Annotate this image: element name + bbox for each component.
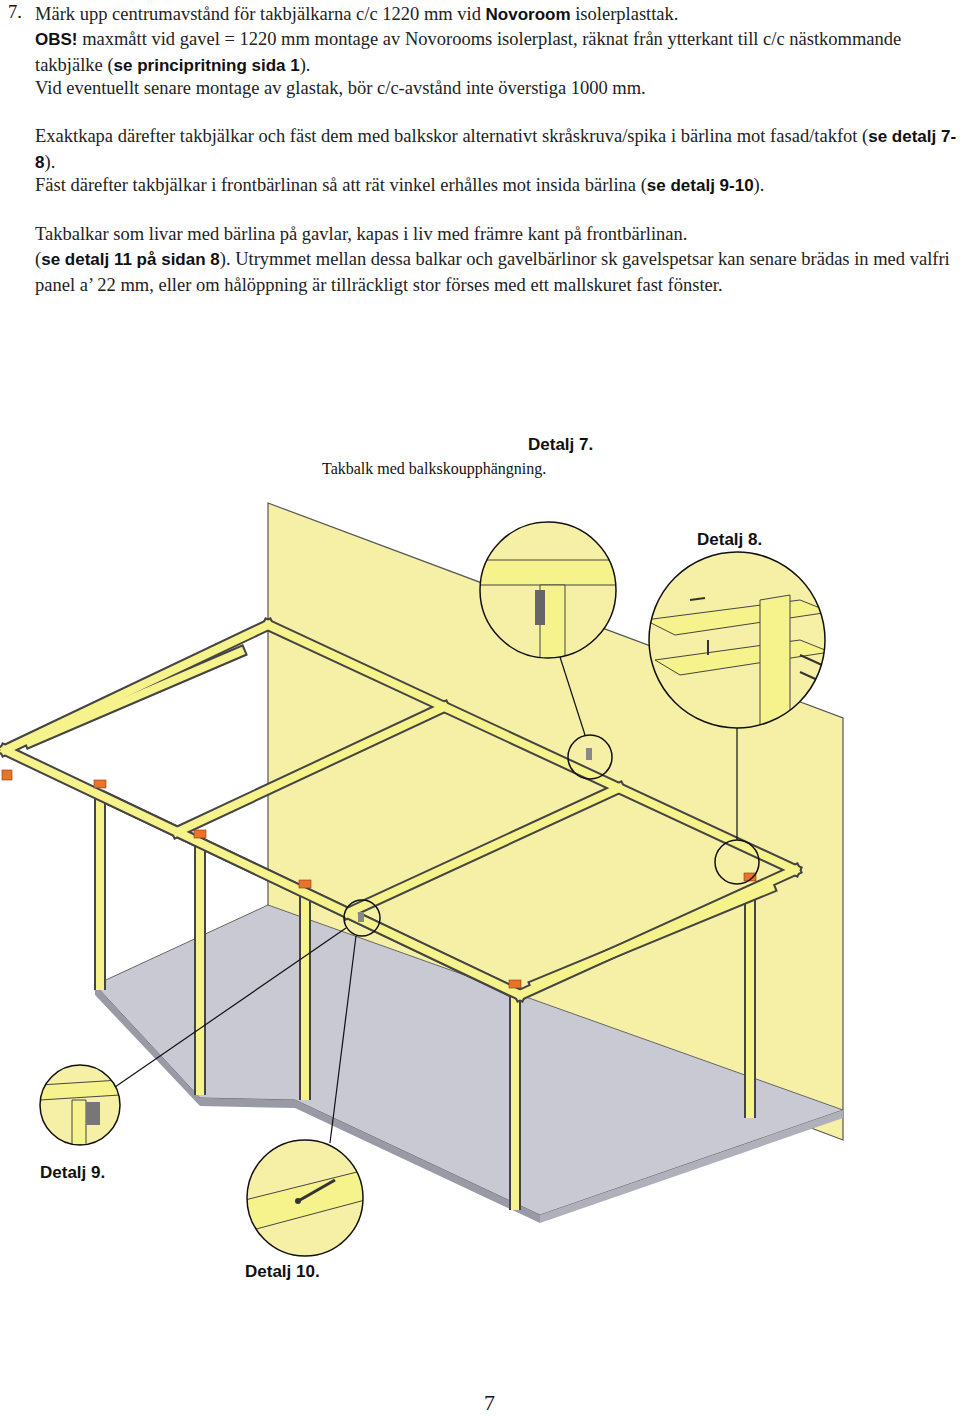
paragraph: Exaktkapa därefter takbjälkar och fäst d… — [35, 124, 957, 175]
paragraph: Takbalkar som livar med bärlina på gavla… — [35, 222, 957, 247]
paragraph: Märk upp centrumavstånd för takbjälkarna… — [35, 2, 957, 28]
paragraph: Vid eventuellt senare montage av glastak… — [35, 76, 957, 101]
bold-text: se detalj 9-10 — [647, 176, 754, 195]
detail-label: Detalj 7. — [528, 435, 593, 455]
paragraph: OBS! maxmått vid gavel = 1220 mm montage… — [35, 27, 957, 78]
body-text: ). — [44, 152, 55, 172]
body-text: ). — [754, 175, 765, 195]
detail-label: Detalj 9. — [40, 1163, 105, 1183]
body-text: Takbalkar som livar med bärlina på gavla… — [35, 224, 687, 244]
paragraph: (se detalj 11 på sidan 8). Utrymmet mell… — [35, 247, 957, 297]
body-text: Fäst därefter takbjälkar i frontbärlinan… — [35, 175, 647, 195]
body-text: ). — [300, 55, 311, 75]
body-text: ( — [35, 249, 41, 269]
step-number: 7. — [8, 2, 22, 23]
bold-text: se detalj 11 på sidan 8 — [41, 250, 220, 269]
detail-label: Detalj 10. — [245, 1262, 320, 1282]
bold-text: OBS! — [35, 30, 78, 49]
detail-label: Detalj 8. — [697, 530, 762, 550]
body-text: Exaktkapa därefter takbjälkar och fäst d… — [35, 126, 868, 146]
body-text: Vid eventuellt senare montage av glastak… — [35, 78, 646, 98]
bold-text: Novoroom — [486, 5, 571, 24]
body-text: isolerplasttak. — [571, 4, 679, 24]
detail-label: Takbalk med balkskoupphängning. — [322, 460, 546, 478]
paragraph: Fäst därefter takbjälkar i frontbärlinan… — [35, 173, 957, 199]
page-number: 7 — [484, 1390, 495, 1416]
body-text: Märk upp centrumavstånd för takbjälkarna… — [35, 4, 486, 24]
bold-text: se principritning sida 1 — [114, 56, 300, 75]
